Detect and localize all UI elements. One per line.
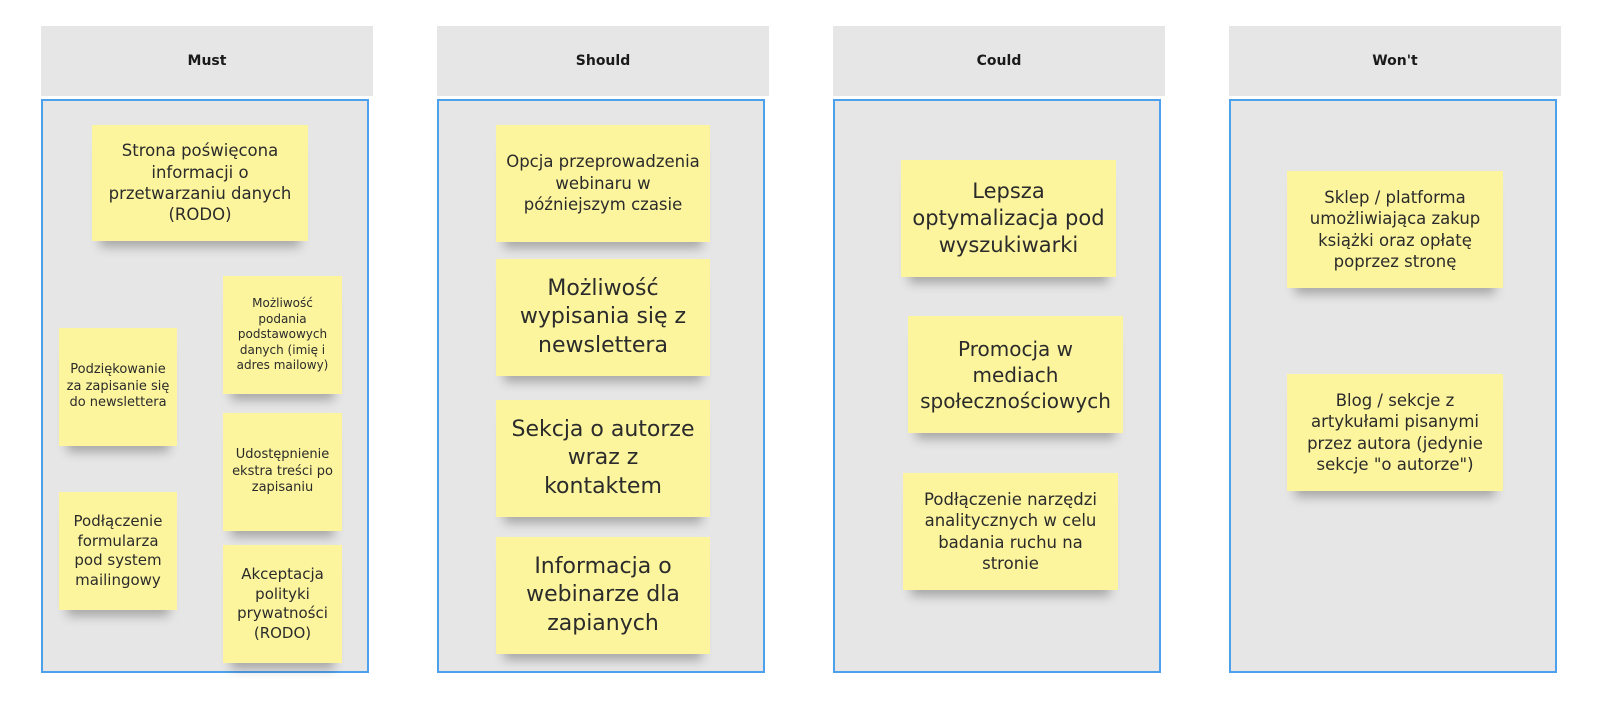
sticky-note[interactable]: Podłączenie formularza pod system mailin… (59, 492, 177, 610)
sticky-note[interactable]: Blog / sekcje z artykułami pisanymi prze… (1287, 374, 1503, 491)
sticky-note[interactable]: Akceptacja polityki prywatności (RODO) (223, 545, 342, 663)
sticky-note[interactable]: Podłączenie narzędzi analitycznych w cel… (903, 473, 1118, 590)
sticky-note[interactable]: Promocja w mediach społecznościowych (908, 316, 1123, 433)
column-header-should[interactable]: Should (437, 26, 769, 96)
sticky-note[interactable]: Sklep / platforma umożliwiająca zakup ks… (1287, 171, 1503, 288)
sticky-note[interactable]: Sekcja o autorze wraz z kontaktem (496, 400, 710, 517)
sticky-note[interactable]: Opcja przeprowadzenia webinaru w później… (496, 125, 710, 242)
sticky-note[interactable]: Strona poświęcona informacji o przetwarz… (92, 125, 308, 241)
column-header-wont[interactable]: Won't (1229, 26, 1561, 96)
sticky-note[interactable]: Lepsza optymalizacja pod wyszukiwarki (901, 160, 1116, 277)
column-header-must[interactable]: Must (41, 26, 373, 96)
sticky-note[interactable]: Możliwość wypisania się z newslettera (496, 259, 710, 376)
column-header-could[interactable]: Could (833, 26, 1165, 96)
sticky-note[interactable]: Informacja o webinarze dla zapianych (496, 537, 710, 654)
sticky-note[interactable]: Udostępnienie ekstra treści po zapisaniu (223, 413, 342, 531)
sticky-note[interactable]: Możliwość podania podstawowych danych (i… (223, 276, 342, 394)
sticky-note[interactable]: Podziękowanie za zapisanie się do newsle… (59, 328, 177, 446)
